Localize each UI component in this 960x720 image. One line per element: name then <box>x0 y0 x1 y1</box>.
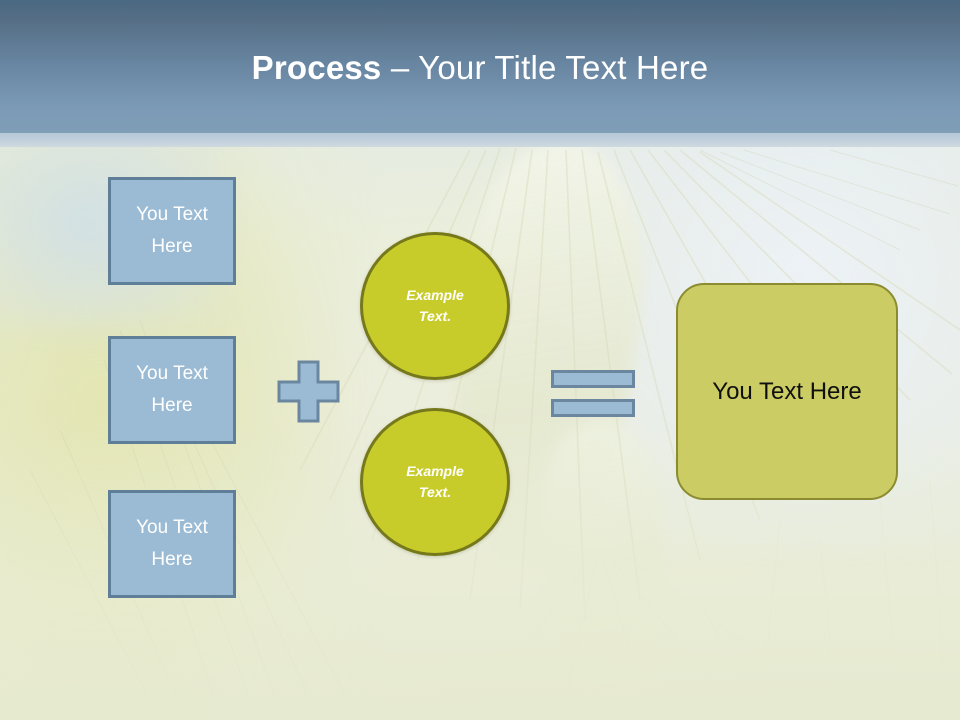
equals-icon <box>551 370 635 417</box>
header-band <box>0 0 960 133</box>
process-circle-1[interactable]: Example Text. <box>360 232 510 380</box>
process-circle-1-line1: Example <box>406 287 464 303</box>
input-box-1-text: You Text Here <box>136 199 208 263</box>
equals-icon-bar-bottom <box>551 399 635 417</box>
equals-icon-bar-top <box>551 370 635 388</box>
process-circle-2-text: Example Text. <box>406 461 464 503</box>
plus-icon <box>277 360 340 423</box>
input-box-3-line2: Here <box>151 549 193 570</box>
process-circle-1-line2: Text. <box>418 308 452 324</box>
input-box-2-line2: Here <box>151 395 193 416</box>
input-box-3-line1: You Text <box>136 517 208 538</box>
input-box-3[interactable]: You Text Here <box>108 490 236 598</box>
input-box-1-line1: You Text <box>136 204 208 225</box>
header-accent-strip <box>0 133 960 147</box>
process-circle-2[interactable]: Example Text. <box>360 408 510 556</box>
input-box-1[interactable]: You Text Here <box>108 177 236 285</box>
input-box-1-line2: Here <box>151 236 193 257</box>
result-box[interactable]: You Text Here <box>676 283 898 500</box>
page-title-bold: Process <box>251 49 382 86</box>
process-circle-2-line2: Text. <box>418 484 452 500</box>
input-box-2-line1: You Text <box>136 363 208 384</box>
input-box-3-text: You Text Here <box>136 512 208 576</box>
result-box-label: You Text Here <box>712 377 862 405</box>
input-box-2-text: You Text Here <box>136 358 208 422</box>
input-box-2[interactable]: You Text Here <box>108 336 236 444</box>
page-title: Process – Your Title Text Here <box>0 48 960 88</box>
page-title-rest: – Your Title Text Here <box>381 49 709 86</box>
process-circle-1-text: Example Text. <box>406 285 464 327</box>
process-circle-2-line1: Example <box>406 463 464 479</box>
